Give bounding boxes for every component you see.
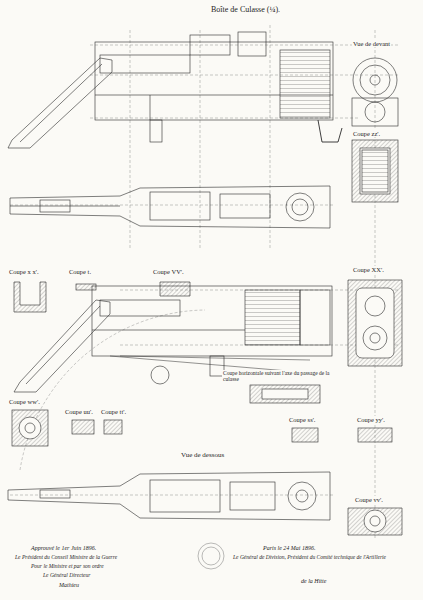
section-horizontal (250, 385, 320, 403)
side-view (8, 32, 342, 148)
view-label: Coupe yy'. (356, 416, 386, 423)
section-yy (358, 428, 392, 442)
archive-stamp (198, 543, 224, 569)
approval-note: Le Général Directeur (42, 572, 91, 578)
approval-note: Pour le Ministre et par son ordre (30, 563, 105, 569)
view-label: Coupe horizontale suivant l'axe du passa… (222, 370, 334, 382)
view-label: Coupe t. (68, 268, 92, 275)
section-ss (292, 428, 318, 442)
sheet-title: Boîte de Culasse (¼). (210, 6, 281, 15)
view-label: Coupe ss'. (288, 416, 316, 423)
section-vv (348, 508, 402, 535)
section-xx-right (348, 280, 402, 366)
section-xx-left (14, 282, 46, 312)
view-label: Coupe vv'. (354, 496, 384, 503)
section-t (76, 284, 96, 290)
approval-note: Le Président du Conseil Ministre de la G… (14, 554, 118, 560)
section-uu (72, 420, 94, 434)
view-label: Coupe tt'. (100, 408, 127, 415)
approval-note: de la Hitte (300, 578, 327, 585)
approval-note: Mathieu (58, 582, 80, 589)
section-zz (352, 140, 398, 202)
approval-note: Approuvé le 1er Juin 1896. (30, 545, 97, 552)
plan-view (10, 186, 330, 228)
view-label: Coupe XX'. (352, 266, 385, 273)
section-ww (12, 410, 48, 446)
view-label: Coupe VV'. (152, 268, 185, 275)
section-tt (104, 420, 122, 434)
bottom-view (8, 472, 330, 520)
view-label: Vue de dessous (180, 452, 225, 460)
construction-lines (10, 25, 400, 540)
section-vv-upper (160, 282, 190, 296)
approval-note: Paris le 24 Mai 1896. (262, 545, 317, 552)
view-label: Coupe uu'. (64, 408, 94, 415)
view-label: Coupe ww'. (8, 398, 41, 405)
view-label: Coupe zz'. (352, 130, 381, 137)
approval-note: Le Général de Division, Président du Com… (232, 554, 387, 560)
front-view (352, 58, 398, 126)
view-label: Coupe x x'. (8, 268, 40, 275)
view-label: Vue de devant (352, 40, 391, 47)
